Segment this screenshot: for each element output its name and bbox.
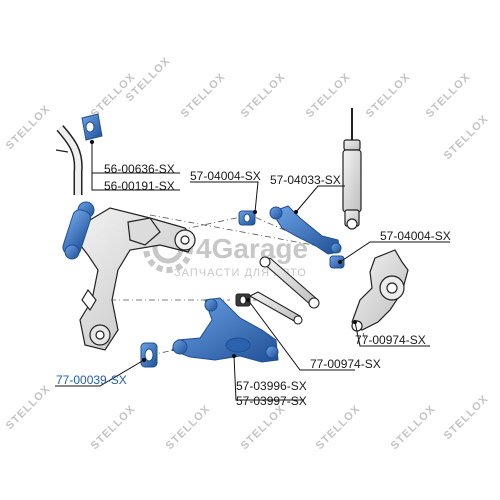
toe-link	[259, 256, 320, 309]
watermark-bottom-3: STELLOX	[239, 403, 288, 452]
lateral-link	[248, 291, 303, 325]
watermark-bottom-2: STELLOX	[164, 403, 213, 452]
stabilizer-bar	[55, 125, 83, 195]
leader-lines	[55, 139, 450, 401]
callout-57-04004-sx-upper[interactable]: 57-04004-SX	[190, 170, 261, 183]
watermark-bottom-1: STELLOX	[89, 403, 138, 452]
callout-line: 56-00191-SX	[104, 179, 175, 193]
stabilizer-link	[62, 201, 95, 260]
bushing-upper-left	[238, 210, 256, 226]
lower-control-arm	[171, 297, 279, 363]
shock-absorber	[342, 108, 362, 230]
callout-57-04004-sx-right[interactable]: 57-04004-SX	[380, 230, 451, 243]
watermark-top-4: STELLOX	[239, 71, 288, 120]
callout-line: 57-04004-SX	[380, 229, 451, 243]
callout-line: 77-00039-SX	[56, 373, 127, 387]
watermark-left-1: STELLOX	[4, 103, 53, 152]
watermark-bottom-5: STELLOX	[389, 403, 438, 452]
callout-77-00974-sx-right[interactable]: 77-00974-SX	[355, 334, 426, 347]
watermark-right-1: STELLOX	[442, 113, 491, 162]
watermark-left-2: STELLOX	[4, 383, 53, 432]
callout-77-00039-sx[interactable]: 77-00039-SX	[56, 374, 127, 387]
subframe	[69, 207, 196, 351]
callout-line: 77-00974-SX	[310, 357, 381, 371]
callout-77-00974-sx-center[interactable]: 77-00974-SX	[310, 358, 381, 371]
callout-57-03996-sx[interactable]: 57-03996-SX 57-03997-SX	[236, 380, 307, 408]
callout-line: 57-04033-SX	[270, 173, 341, 187]
bushing-upper-right	[329, 255, 345, 269]
watermark-top-3: STELLOX	[179, 71, 228, 120]
stabilizer-bushing	[81, 113, 103, 141]
wheel-knuckle	[351, 249, 409, 332]
callout-line: 57-03996-SX	[236, 379, 307, 393]
bushing-77-00039	[140, 342, 158, 368]
callout-line: 56-00636-SX	[104, 162, 175, 176]
callout-56-00636-sx[interactable]: 56-00636-SX 56-00191-SX	[104, 163, 175, 193]
watermark-brand: 4Garage	[196, 233, 308, 264]
watermark-top-7: STELLOX	[424, 71, 473, 120]
watermark-top-5: STELLOX	[304, 71, 353, 120]
callout-line: 57-03997-SX	[236, 394, 307, 408]
watermark-right-2: STELLOX	[442, 393, 491, 442]
watermark-bottom-4: STELLOX	[314, 403, 363, 452]
callout-line: 77-00974-SX	[355, 333, 426, 347]
callout-57-04033-sx[interactable]: 57-04033-SX	[270, 174, 341, 187]
watermark-top-6: STELLOX	[364, 71, 413, 120]
callout-line: 57-04004-SX	[190, 169, 261, 183]
